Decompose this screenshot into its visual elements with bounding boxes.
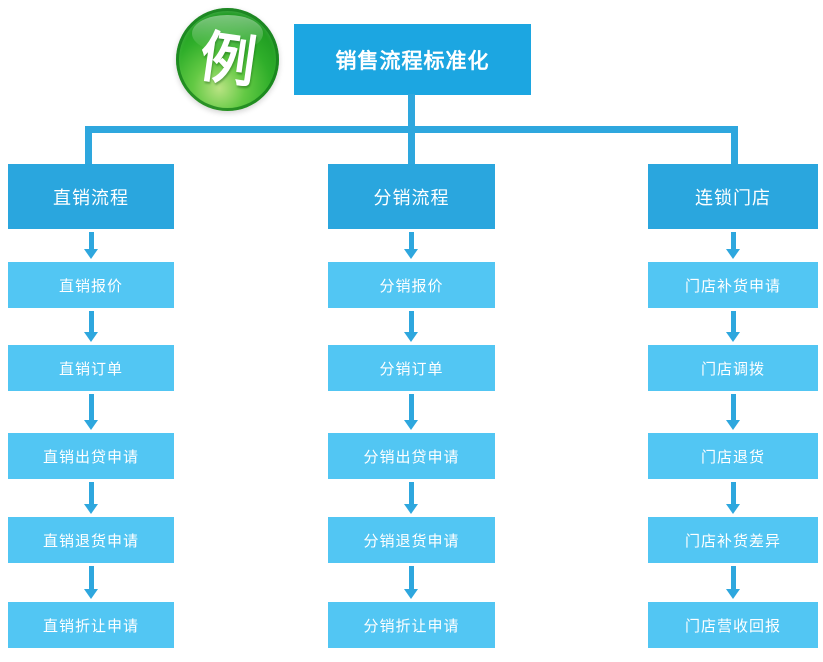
node-label: 门店退货 <box>700 448 765 466</box>
node-label: 直销报价 <box>58 277 123 295</box>
connector-horizontal <box>85 126 738 133</box>
arrow-down-icon <box>404 311 418 342</box>
connector-root-stub <box>408 94 415 127</box>
node-store-return: 门店退货 <box>648 433 818 479</box>
node-label: 直销退货申请 <box>42 532 139 550</box>
node-label: 门店调拨 <box>700 360 765 378</box>
arrow-down-icon <box>84 311 98 342</box>
node-direct-order: 直销订单 <box>8 345 174 391</box>
root-node: 销售流程标准化 <box>294 24 531 95</box>
connector-drop-right <box>731 133 738 164</box>
node-label: 分销报价 <box>379 277 444 295</box>
arrow-down-icon <box>404 232 418 259</box>
arrow-down-icon <box>404 482 418 514</box>
node-label: 分销订单 <box>379 360 444 378</box>
node-label: 直销折让申请 <box>42 617 139 635</box>
arrow-down-icon <box>404 394 418 430</box>
node-distribution-quote: 分销报价 <box>328 262 495 308</box>
node-label: 分销退货申请 <box>363 532 460 550</box>
node-label: 门店补货差异 <box>684 532 781 550</box>
node-distribution-order: 分销订单 <box>328 345 495 391</box>
node-distribution-allowance-request: 分销折让申请 <box>328 602 495 648</box>
node-store-replenishment-difference: 门店补货差异 <box>648 517 818 563</box>
connector-drop-left <box>85 133 92 164</box>
node-store-transfer: 门店调拨 <box>648 345 818 391</box>
arrow-down-icon <box>726 482 740 514</box>
connector-drop-middle <box>408 133 415 164</box>
example-badge: 例 <box>176 8 279 111</box>
node-label: 门店补货申请 <box>684 277 781 295</box>
node-direct-return-request: 直销退货申请 <box>8 517 174 563</box>
node-distribution-header: 分销流程 <box>328 164 495 229</box>
node-direct-shipment-request: 直销出贷申请 <box>8 433 174 479</box>
node-label: 直销出贷申请 <box>42 448 139 466</box>
arrow-down-icon <box>726 394 740 430</box>
arrow-down-icon <box>84 394 98 430</box>
arrow-down-icon <box>726 566 740 599</box>
arrow-down-icon <box>84 566 98 599</box>
node-direct-sales-header: 直销流程 <box>8 164 174 229</box>
arrow-down-icon <box>84 232 98 259</box>
node-store-replenishment-request: 门店补货申请 <box>648 262 818 308</box>
node-label: 连锁门店 <box>695 187 771 208</box>
node-distribution-return-request: 分销退货申请 <box>328 517 495 563</box>
node-label: 直销流程 <box>53 187 129 208</box>
node-store-revenue-report: 门店营收回报 <box>648 602 818 648</box>
example-badge-label: 例 <box>195 23 260 95</box>
root-node-label: 销售流程标准化 <box>335 49 490 73</box>
node-label: 直销订单 <box>58 360 123 378</box>
arrow-down-icon <box>726 311 740 342</box>
arrow-down-icon <box>404 566 418 599</box>
node-label: 分销折让申请 <box>363 617 460 635</box>
node-label: 门店营收回报 <box>684 617 781 635</box>
node-direct-quote: 直销报价 <box>8 262 174 308</box>
node-label: 分销出贷申请 <box>363 448 460 466</box>
node-distribution-shipment-request: 分销出贷申请 <box>328 433 495 479</box>
arrow-down-icon <box>84 482 98 514</box>
node-label: 分销流程 <box>373 187 450 208</box>
arrow-down-icon <box>726 232 740 259</box>
node-chain-store-header: 连锁门店 <box>648 164 818 229</box>
node-direct-allowance-request: 直销折让申请 <box>8 602 174 648</box>
